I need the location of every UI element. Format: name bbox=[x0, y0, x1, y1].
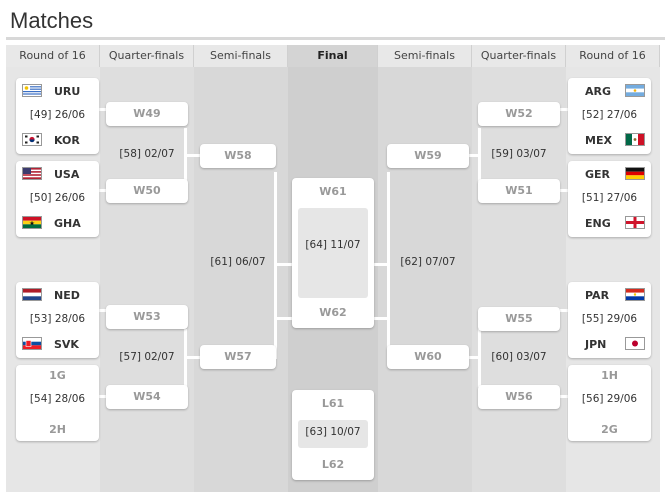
match-card-50[interactable]: USA [50] 26/06 GHA bbox=[16, 161, 99, 237]
match-info: [64] 11/07 bbox=[305, 239, 361, 251]
slot-w49[interactable]: W49 bbox=[106, 102, 188, 126]
match-info: [60] 03/07 bbox=[491, 351, 547, 363]
team-name: NED bbox=[54, 289, 80, 302]
header-round-of-16-left: Round of 16 bbox=[6, 45, 100, 67]
team-name: JPN bbox=[585, 338, 607, 351]
page-title: Matches bbox=[10, 8, 94, 33]
match-info: [49] 26/06 bbox=[29, 109, 86, 121]
match-info: [58] 02/07 bbox=[119, 148, 175, 160]
slot-w61: W61 bbox=[319, 185, 347, 198]
title-divider bbox=[6, 37, 665, 40]
usa-flag-icon bbox=[22, 167, 42, 180]
slot-w55[interactable]: W55 bbox=[478, 307, 560, 331]
match-info: [56] 29/06 bbox=[581, 393, 638, 405]
third-place-match-card[interactable]: L61 [63] 10/07 L62 bbox=[292, 390, 374, 480]
team-placeholder: 1H bbox=[601, 369, 618, 382]
germany-flag-icon bbox=[625, 167, 645, 180]
match-info: [52] 27/06 bbox=[581, 109, 638, 121]
team-name: GER bbox=[585, 168, 611, 181]
match-info: [59] 03/07 bbox=[491, 148, 547, 160]
slot-w62: W62 bbox=[319, 306, 347, 319]
team-name: ARG bbox=[585, 85, 612, 98]
england-flag-icon bbox=[625, 216, 645, 229]
slot-w50[interactable]: W50 bbox=[106, 179, 188, 203]
match-card-54[interactable]: 1G [54] 28/06 2H bbox=[16, 365, 99, 441]
slot-w52[interactable]: W52 bbox=[478, 102, 560, 126]
team-name: SVK bbox=[54, 338, 79, 351]
match-info: [55] 29/06 bbox=[581, 313, 638, 325]
final-match-card[interactable]: W61 [64] 11/07 W62 bbox=[292, 178, 374, 328]
mexico-flag-icon bbox=[625, 133, 645, 146]
match-card-52[interactable]: ARG [52] 27/06 MEX bbox=[568, 78, 651, 154]
slot-w57[interactable]: W57 bbox=[200, 345, 276, 369]
match-info: [57] 02/07 bbox=[119, 351, 175, 363]
slot-w51[interactable]: W51 bbox=[478, 179, 560, 203]
team-name: KOR bbox=[54, 134, 80, 147]
match-info: [53] 28/06 bbox=[29, 313, 86, 325]
team-name: ENG bbox=[585, 217, 611, 230]
header-final: Final bbox=[288, 45, 378, 67]
header-semi-finals-right: Semi-finals bbox=[378, 45, 472, 67]
match-info: [51] 27/06 bbox=[581, 192, 638, 204]
match-info: [50] 26/06 bbox=[29, 192, 86, 204]
match-card-53[interactable]: NED [53] 28/06 SVK bbox=[16, 282, 99, 358]
header-quarter-finals-left: Quarter-finals bbox=[100, 45, 194, 67]
paraguay-flag-icon bbox=[625, 288, 645, 301]
team-placeholder: 1G bbox=[49, 369, 66, 382]
slovakia-flag-icon bbox=[22, 337, 42, 350]
argentina-flag-icon bbox=[625, 84, 645, 97]
match-info: [63] 10/07 bbox=[305, 426, 361, 438]
uruguay-flag-icon bbox=[22, 84, 42, 97]
header-quarter-finals-right: Quarter-finals bbox=[472, 45, 566, 67]
slot-w54[interactable]: W54 bbox=[106, 385, 188, 409]
team-name: USA bbox=[54, 168, 80, 181]
south-korea-flag-icon bbox=[22, 133, 42, 146]
slot-w60[interactable]: W60 bbox=[387, 345, 469, 369]
match-info: [61] 06/07 bbox=[210, 256, 266, 268]
match-card-56[interactable]: 1H [56] 29/06 2G bbox=[568, 365, 651, 441]
team-placeholder: 2H bbox=[49, 423, 66, 436]
japan-flag-icon bbox=[625, 337, 645, 350]
header-round-of-16-right: Round of 16 bbox=[566, 45, 660, 67]
slot-w53[interactable]: W53 bbox=[106, 305, 188, 329]
match-info: [62] 07/07 bbox=[400, 256, 456, 268]
team-placeholder: 2G bbox=[601, 423, 618, 436]
match-card-51[interactable]: GER [51] 27/06 ENG bbox=[568, 161, 651, 237]
team-name: PAR bbox=[585, 289, 610, 302]
header-semi-finals-left: Semi-finals bbox=[194, 45, 288, 67]
match-info: [54] 28/06 bbox=[29, 393, 86, 405]
slot-w58[interactable]: W58 bbox=[200, 144, 276, 168]
slot-w59[interactable]: W59 bbox=[387, 144, 469, 168]
team-name: MEX bbox=[585, 134, 612, 147]
match-card-55[interactable]: PAR [55] 29/06 JPN bbox=[568, 282, 651, 358]
ghana-flag-icon bbox=[22, 216, 42, 229]
team-name: URU bbox=[54, 85, 81, 98]
match-card-49[interactable]: URU [49] 26/06 KOR bbox=[16, 78, 99, 154]
netherlands-flag-icon bbox=[22, 288, 42, 301]
slot-l61: L61 bbox=[321, 397, 345, 410]
slot-l62: L62 bbox=[321, 458, 345, 471]
bracket-panel: Round of 16 Quarter-finals Semi-finals F… bbox=[6, 45, 660, 492]
slot-w56[interactable]: W56 bbox=[478, 385, 560, 409]
team-name: GHA bbox=[54, 217, 81, 230]
